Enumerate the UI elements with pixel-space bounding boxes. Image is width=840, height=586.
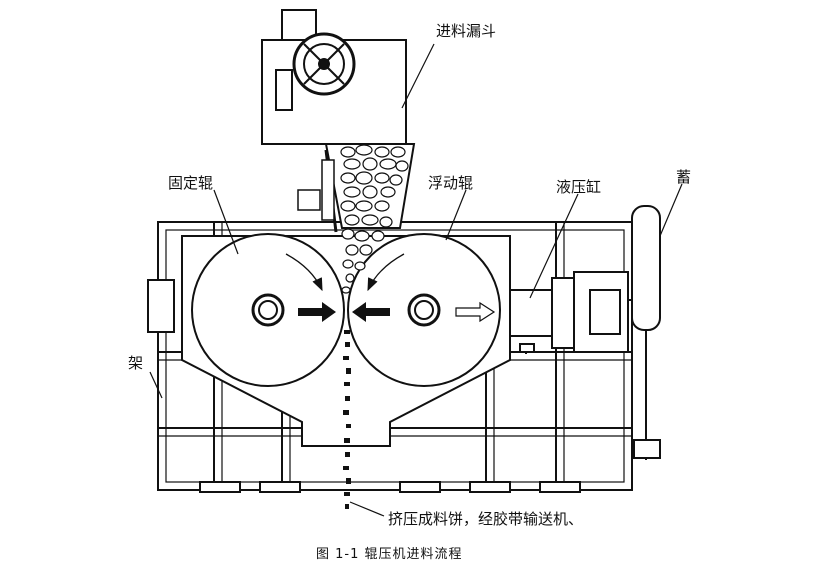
fixed-roller — [191, 233, 345, 387]
label-hydraulic-cylinder: 液压缸 — [556, 178, 601, 196]
handwheel-icon — [275, 9, 356, 111]
floating-roller — [347, 233, 501, 387]
accumulator — [628, 205, 661, 460]
frame-structure — [147, 221, 633, 493]
label-fixed-roller: 固定辊 — [168, 174, 213, 192]
output-flakes — [343, 330, 351, 509]
label-floating-roller: 浮动辊 — [428, 174, 473, 192]
floating-roller-rotation-arrow — [367, 253, 405, 292]
label-output: 挤压成料饼，经胶带输送机、 — [388, 510, 583, 528]
figure-caption: 图 1-1 辊压机进料流程 — [316, 547, 463, 562]
fixed-roller-rotation-arrow — [285, 253, 323, 292]
label-accumulator: 蓄 — [676, 168, 691, 186]
feed-material — [340, 144, 409, 294]
leader-lines — [149, 43, 683, 517]
hydraulic-cylinder — [509, 271, 629, 354]
label-feed-hopper: 进料漏斗 — [436, 22, 496, 40]
pressure-arrows — [298, 301, 496, 323]
label-frame: 架 — [128, 354, 143, 372]
